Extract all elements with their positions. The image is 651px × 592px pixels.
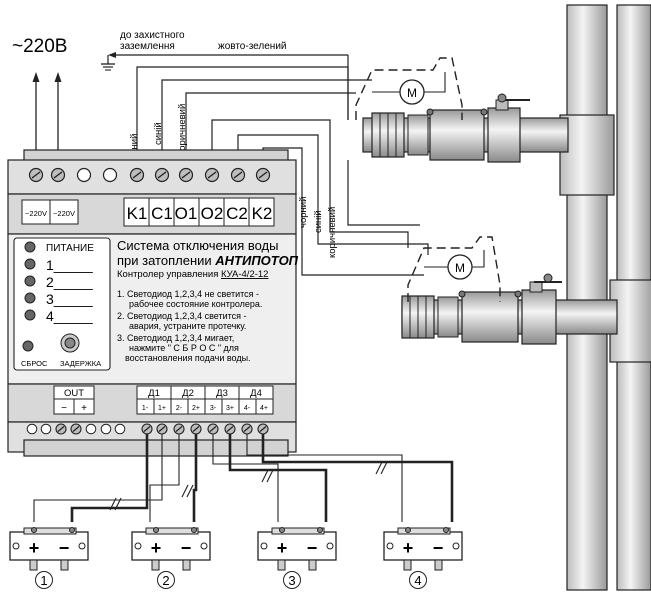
label-t8: 4+ bbox=[260, 405, 268, 412]
panel-led1: 1_____ bbox=[46, 257, 93, 273]
sensor-number: 4 bbox=[414, 573, 421, 588]
sensor-plus: + bbox=[403, 538, 414, 558]
panel-title2-a: при затоплении bbox=[117, 253, 215, 268]
label-t6: 3+ bbox=[226, 405, 234, 412]
front-panel: ПИТАНИЕ 1_____ 2_____ 3_____ 4_____ СБРО… bbox=[13, 237, 299, 371]
label-c2: C2 bbox=[226, 204, 248, 223]
sensor-number: 3 bbox=[288, 573, 295, 588]
label-c1: C1 bbox=[151, 204, 173, 223]
label-out: OUT bbox=[64, 388, 84, 399]
vertical-pipes bbox=[559, 4, 651, 591]
delay-label: ЗАДЕРЖКА bbox=[60, 359, 101, 368]
sensor-2: +−2 bbox=[131, 527, 211, 589]
label-220v-2: ~220V bbox=[53, 209, 75, 218]
sensors: +−1+−2+−3+−4 bbox=[9, 527, 463, 589]
sensor-minus: − bbox=[433, 538, 444, 558]
top-terminal-labels: ~220V ~220V K1 C1 O1 O2 C2 K2 bbox=[21, 197, 275, 227]
label-t3: 2- bbox=[176, 405, 183, 412]
wire-label-black-right: чорний bbox=[298, 197, 309, 228]
valve-top: M bbox=[355, 57, 569, 163]
wire-label-brown: коричневий bbox=[177, 104, 188, 155]
motor-label-top: M bbox=[407, 86, 417, 100]
power-label: ~220В bbox=[12, 36, 67, 57]
panel-inst3a: 3. Светодиод 1,2,3,4 мигает, bbox=[117, 333, 234, 343]
ground-wire-color: жовто-зелений bbox=[218, 41, 287, 52]
wire-label-brown-right: коричневий bbox=[327, 207, 338, 258]
sensor-minus: − bbox=[181, 538, 192, 558]
panel-subtitle-b: КУА-4/2-12 bbox=[221, 269, 268, 280]
sensor-minus: − bbox=[307, 538, 318, 558]
wire-label-blue-right: синій bbox=[313, 210, 324, 233]
label-o1: O1 bbox=[175, 204, 198, 223]
sensor-plus: + bbox=[277, 538, 288, 558]
label-k2: K2 bbox=[252, 204, 273, 223]
label-t2: 1+ bbox=[158, 405, 166, 412]
power-section: ~220В bbox=[12, 36, 67, 160]
label-t4: 2+ bbox=[192, 405, 200, 412]
label-d1: Д1 bbox=[148, 388, 160, 399]
label-d3: Д3 bbox=[216, 388, 228, 399]
sensor-plus: + bbox=[151, 538, 162, 558]
panel-inst1b: рабочее состояние контролера. bbox=[129, 299, 262, 309]
sensor-4: +−4 bbox=[383, 527, 463, 589]
sensor-number: 2 bbox=[162, 573, 169, 588]
label-t1: 1- bbox=[142, 405, 149, 412]
panel-led4: 4_____ bbox=[46, 308, 93, 324]
panel-title1: Система отключения воды bbox=[117, 238, 278, 253]
label-d2: Д2 bbox=[182, 388, 194, 399]
panel-title2-b: АНТИПОТОП bbox=[214, 253, 298, 268]
label-t5: 3- bbox=[210, 405, 217, 412]
sensor-3: +−3 bbox=[257, 527, 337, 589]
panel-power-label: ПИТАНИЕ bbox=[46, 243, 94, 254]
panel-led3: 3_____ bbox=[46, 291, 93, 307]
bottom-terminal-labels: OUT − + Д1 Д2 Д3 Д4 1- 1+ 2- 2+ 3- 3+ 4-… bbox=[53, 385, 274, 415]
label-out-minus: − bbox=[61, 403, 67, 414]
panel-title2: при затоплении АНТИПОТОП bbox=[117, 253, 299, 268]
label-o2: O2 bbox=[201, 204, 224, 223]
bottom-terminals bbox=[26, 423, 269, 435]
label-k1: K1 bbox=[127, 204, 148, 223]
valve-bottom: M bbox=[401, 236, 618, 345]
ground-line2: заземлення bbox=[120, 41, 175, 52]
sensor-number-circle bbox=[157, 571, 175, 589]
reset-button[interactable] bbox=[22, 340, 34, 352]
panel-inst1a: 1. Светодиод 1,2,3,4 не светится - bbox=[117, 289, 259, 299]
panel-inst2a: 2. Светодиод 1,2,3,4 светится - bbox=[117, 311, 247, 321]
wire-label-blue: синій bbox=[153, 122, 164, 145]
label-d4: Д4 bbox=[250, 388, 262, 399]
top-terminals bbox=[28, 167, 271, 183]
sensor-plus: + bbox=[29, 538, 40, 558]
sensor-number: 1 bbox=[40, 573, 47, 588]
sensor-number-circle bbox=[35, 571, 53, 589]
label-t7: 4- bbox=[244, 405, 251, 412]
ground-line1: до захистного bbox=[120, 30, 185, 41]
label-220v-1: ~220V bbox=[25, 209, 47, 218]
panel-inst3b: нажмите " С Б Р О С " для bbox=[129, 343, 239, 353]
panel-subtitle-a: Контролер управления bbox=[117, 269, 221, 280]
ground-section: до захистного заземлення жовто-зелений bbox=[101, 30, 348, 71]
panel-inst3c: восстановления подачи воды. bbox=[125, 353, 251, 363]
sensor-wires bbox=[33, 434, 454, 522]
sensor-number-circle bbox=[409, 571, 427, 589]
sensor-number-circle bbox=[283, 571, 301, 589]
sensor-1: +−1 bbox=[9, 527, 89, 589]
sensor-minus: − bbox=[59, 538, 70, 558]
wire-label-black: чорний bbox=[129, 134, 140, 165]
label-out-plus: + bbox=[81, 403, 87, 414]
panel-led2: 2_____ bbox=[46, 274, 93, 290]
panel-inst2b: авария, устраните протечку. bbox=[129, 321, 246, 331]
motor-label-bottom: M bbox=[455, 261, 465, 275]
reset-label: СБРОС bbox=[21, 359, 48, 368]
panel-subtitle: Контролер управления КУА-4/2-12 bbox=[117, 269, 268, 280]
